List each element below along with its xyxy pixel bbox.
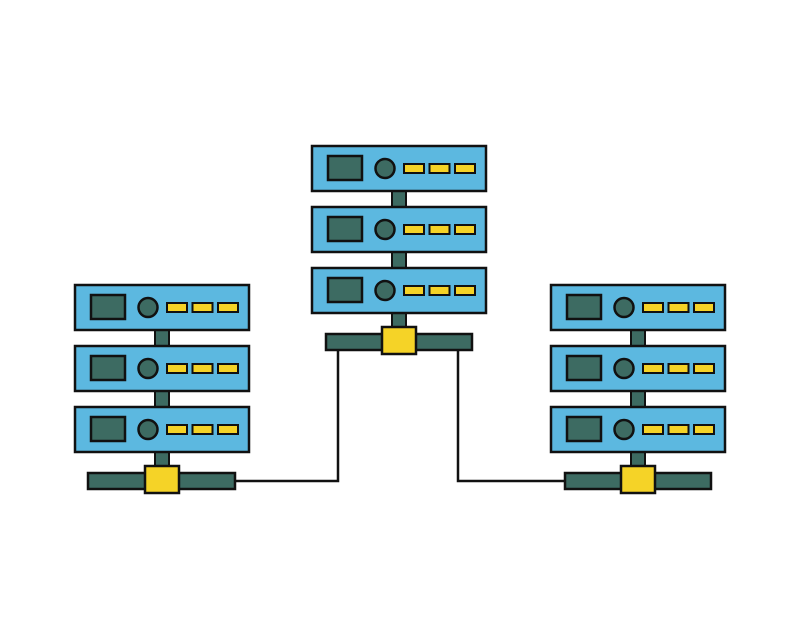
server-rack-unit-icon (549, 405, 727, 454)
status-led-icon (428, 163, 451, 174)
status-led-icon (166, 302, 188, 313)
status-led-icon (642, 424, 664, 435)
network-hub-icon (563, 464, 713, 495)
drive-bay-icon (89, 415, 127, 443)
network-switch (143, 464, 181, 495)
network-switch (619, 464, 657, 495)
server-rack-unit-icon (310, 266, 488, 315)
server-stack-right (549, 283, 727, 495)
server-rack-unit-icon (310, 144, 488, 193)
network-hub-icon (86, 464, 237, 495)
status-led-icon (428, 285, 451, 296)
server-rack-unit-icon (73, 283, 251, 332)
status-led-icon (642, 363, 664, 374)
status-led-icon (428, 224, 451, 235)
status-led-icon (642, 302, 664, 313)
power-button-icon (137, 296, 159, 319)
power-button-icon (374, 157, 396, 180)
status-led-icon (191, 424, 214, 435)
drive-bay-icon (89, 354, 127, 382)
server-rack-unit-icon (549, 283, 727, 332)
network-hub-icon (324, 325, 474, 356)
drive-bay-icon (565, 293, 603, 321)
status-led-icon (166, 424, 188, 435)
status-led-icon (693, 424, 715, 435)
server-rack-unit-icon (310, 205, 488, 254)
status-led-icon (454, 224, 476, 235)
status-led-icon (191, 302, 214, 313)
status-led-icon (191, 363, 214, 374)
drive-bay-icon (326, 215, 364, 243)
server-stack-center (310, 144, 488, 356)
status-led-icon (667, 424, 690, 435)
status-led-icon (454, 285, 476, 296)
network-cable-center-left (235, 350, 340, 483)
power-button-icon (137, 357, 159, 380)
drive-bay-icon (89, 293, 127, 321)
drive-bay-icon (565, 415, 603, 443)
power-button-icon (613, 357, 635, 380)
drive-bay-icon (326, 154, 364, 182)
drive-bay-icon (326, 276, 364, 304)
status-led-icon (693, 302, 715, 313)
server-stack-left (73, 283, 251, 495)
network-cable-center-right (456, 350, 565, 483)
status-led-icon (693, 363, 715, 374)
status-led-icon (217, 424, 239, 435)
server-stacks-layer (73, 144, 727, 495)
status-led-icon (217, 363, 239, 374)
power-button-icon (137, 418, 159, 441)
power-button-icon (374, 279, 396, 302)
server-rack-unit-icon (73, 344, 251, 393)
status-led-icon (454, 163, 476, 174)
status-led-icon (166, 363, 188, 374)
power-button-icon (613, 418, 635, 441)
status-led-icon (667, 302, 690, 313)
status-led-icon (403, 285, 425, 296)
status-led-icon (667, 363, 690, 374)
server-rack-unit-icon (73, 405, 251, 454)
drive-bay-icon (565, 354, 603, 382)
cables-layer (235, 350, 565, 483)
status-led-icon (217, 302, 239, 313)
power-button-icon (613, 296, 635, 319)
status-led-icon (403, 163, 425, 174)
server-rack-unit-icon (549, 344, 727, 393)
network-switch (380, 325, 418, 356)
status-led-icon (403, 224, 425, 235)
power-button-icon (374, 218, 396, 241)
